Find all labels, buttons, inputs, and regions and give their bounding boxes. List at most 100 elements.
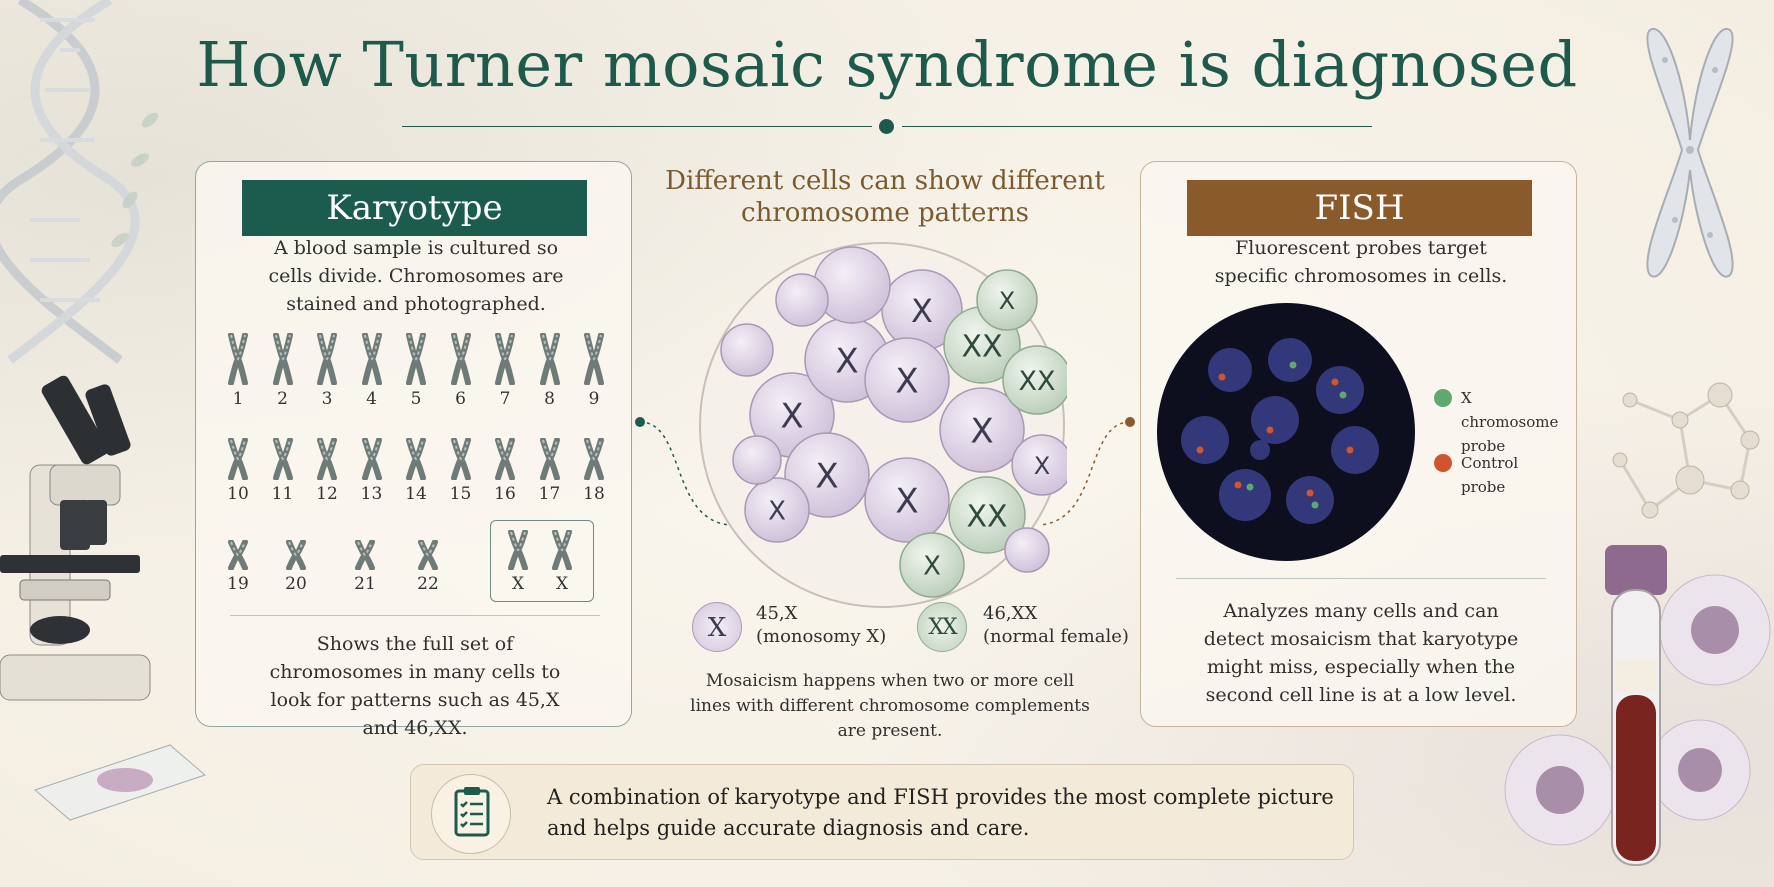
chromosome-label: 10 bbox=[227, 484, 249, 504]
chromosome-label: 19 bbox=[227, 574, 249, 594]
chromosome-label: 14 bbox=[405, 484, 427, 504]
cell-chromosome-glyph: X bbox=[1034, 452, 1050, 480]
cell-chromosome-glyph: X bbox=[815, 457, 838, 497]
chromosome-22: 22 bbox=[410, 540, 446, 594]
center-heading: Different cells can show different chrom… bbox=[665, 166, 1105, 228]
cell-45x bbox=[1011, 434, 1067, 496]
normal-desc: (normal female) bbox=[983, 626, 1129, 647]
summary-banner: A combination of karyotype and FISH prov… bbox=[410, 764, 1354, 860]
x-probe-signal bbox=[1339, 391, 1347, 399]
cell-chromosome-glyph: X bbox=[970, 412, 993, 452]
cell-45x bbox=[775, 273, 829, 327]
cell-chromosome-glyph: X bbox=[768, 497, 786, 527]
cell-45x bbox=[1004, 527, 1050, 573]
control-probe-signal bbox=[1331, 378, 1339, 386]
sex-chromosome-box bbox=[490, 520, 594, 602]
control-probe-signal bbox=[1266, 426, 1274, 434]
chromosome-label: 1 bbox=[232, 389, 244, 409]
chromosome-x: X bbox=[544, 530, 580, 594]
title-divider bbox=[402, 119, 1372, 134]
karyotype-panel: Karyotype A blood sample is cultured so … bbox=[195, 161, 632, 727]
chromosome-label: 5 bbox=[410, 389, 422, 409]
chromosome-17: 17 bbox=[532, 438, 568, 504]
control-probe-signal bbox=[1218, 373, 1226, 381]
fish-summary: Analyzes many cells and can detect mosai… bbox=[1203, 600, 1519, 706]
cell-chromosome-glyph: X bbox=[835, 342, 858, 382]
x-probe-label: X chromosome probe bbox=[1461, 389, 1559, 455]
monosomy-code: 45,X bbox=[756, 603, 798, 624]
x-probe-signal bbox=[1246, 483, 1254, 491]
blood-tube-illustration bbox=[1504, 545, 1771, 866]
cell-45x bbox=[732, 435, 782, 485]
fish-micrograph bbox=[1157, 303, 1415, 561]
karyotype-description: A blood sample is cultured so cells divi… bbox=[268, 237, 564, 315]
chromosome-4: 4 bbox=[354, 333, 390, 409]
karyotype-connector bbox=[635, 417, 731, 526]
cell-45x bbox=[864, 337, 950, 423]
nucleus bbox=[1268, 338, 1312, 382]
chromosome-label: 15 bbox=[449, 484, 472, 504]
chromosome-18: 18 bbox=[576, 438, 612, 504]
chromosome-label: 4 bbox=[366, 389, 377, 409]
cell-chromosome-glyph: X bbox=[895, 482, 918, 522]
banner-text: A combination of karyotype and FISH prov… bbox=[547, 785, 1334, 840]
chromosome-21: 21 bbox=[347, 540, 383, 594]
cell-chromosome-glyph: X bbox=[780, 397, 803, 437]
karyotype-summary: Shows the full set of chromosomes in man… bbox=[269, 633, 561, 739]
clipboard-checklist-icon bbox=[431, 774, 511, 854]
cell-45x bbox=[720, 323, 774, 377]
chromosome-illustration bbox=[1646, 27, 1734, 278]
chromosome-label: 16 bbox=[494, 484, 516, 504]
chromosome-label: 18 bbox=[583, 484, 605, 504]
chromosome-label: 21 bbox=[354, 574, 376, 594]
chromosome-label: 20 bbox=[285, 574, 307, 594]
chromosome-14: 14 bbox=[398, 438, 434, 504]
fish-description: Fluorescent probes target specific chrom… bbox=[1214, 237, 1508, 287]
chromosome-label: 12 bbox=[316, 484, 338, 504]
chromosome-3: 3 bbox=[309, 333, 345, 409]
cell-46xx bbox=[899, 532, 965, 598]
control-probe-signal bbox=[1234, 481, 1242, 489]
fish-divider bbox=[1176, 578, 1546, 579]
cell-46xx bbox=[948, 476, 1026, 554]
nucleus bbox=[1250, 440, 1270, 460]
monosomy-desc: (monosomy X) bbox=[756, 626, 887, 647]
molecule-illustration bbox=[1612, 382, 1760, 519]
chromosome-15: 15 bbox=[443, 438, 479, 504]
chromosome-20: 20 bbox=[278, 540, 314, 594]
fish-connector bbox=[1039, 417, 1135, 526]
karyotype-header: Karyotype bbox=[242, 180, 587, 236]
control-probe-signal bbox=[1346, 446, 1354, 454]
chromosome-label: 8 bbox=[544, 389, 555, 409]
chromosome-2: 2 bbox=[265, 333, 301, 409]
chromosome-12: 12 bbox=[309, 438, 345, 504]
cell-chromosome-glyph: X bbox=[911, 292, 933, 330]
chromosome-11: 11 bbox=[265, 438, 301, 504]
cell-chromosome-glyph: X bbox=[895, 362, 918, 402]
chromosome-5: 5 bbox=[398, 333, 434, 409]
chromosome-label: 13 bbox=[360, 484, 383, 504]
chromosome-label: 22 bbox=[417, 574, 439, 594]
chromosome-label: 9 bbox=[588, 389, 600, 409]
x-probe-signal bbox=[1289, 361, 1297, 369]
control-probe-signal bbox=[1196, 446, 1204, 454]
nucleus bbox=[1251, 396, 1299, 444]
nucleus bbox=[1219, 469, 1271, 521]
cell-chromosome-glyph: XX bbox=[1019, 366, 1056, 397]
legend-item-normal: XX 46,XX (normal female) bbox=[917, 602, 1129, 662]
x-probe-dot bbox=[1434, 389, 1452, 407]
cell-45x bbox=[864, 457, 950, 543]
chromosome-19: 19 bbox=[220, 540, 256, 594]
cell-46xx bbox=[976, 269, 1038, 331]
chromosome-1: 1 bbox=[220, 333, 256, 409]
control-probe-signal bbox=[1306, 489, 1314, 497]
chromosome-16: 16 bbox=[487, 438, 523, 504]
cell-chromosome-glyph: X bbox=[999, 287, 1015, 315]
control-probe-dot bbox=[1434, 454, 1452, 472]
cell-chromosome-glyph: XX bbox=[961, 329, 1002, 364]
chromosome-9: 9 bbox=[576, 333, 612, 409]
chromosome-label: 7 bbox=[499, 389, 511, 409]
chromosome-8: 8 bbox=[532, 333, 568, 409]
cell-chromosome-glyph: X bbox=[923, 552, 941, 582]
